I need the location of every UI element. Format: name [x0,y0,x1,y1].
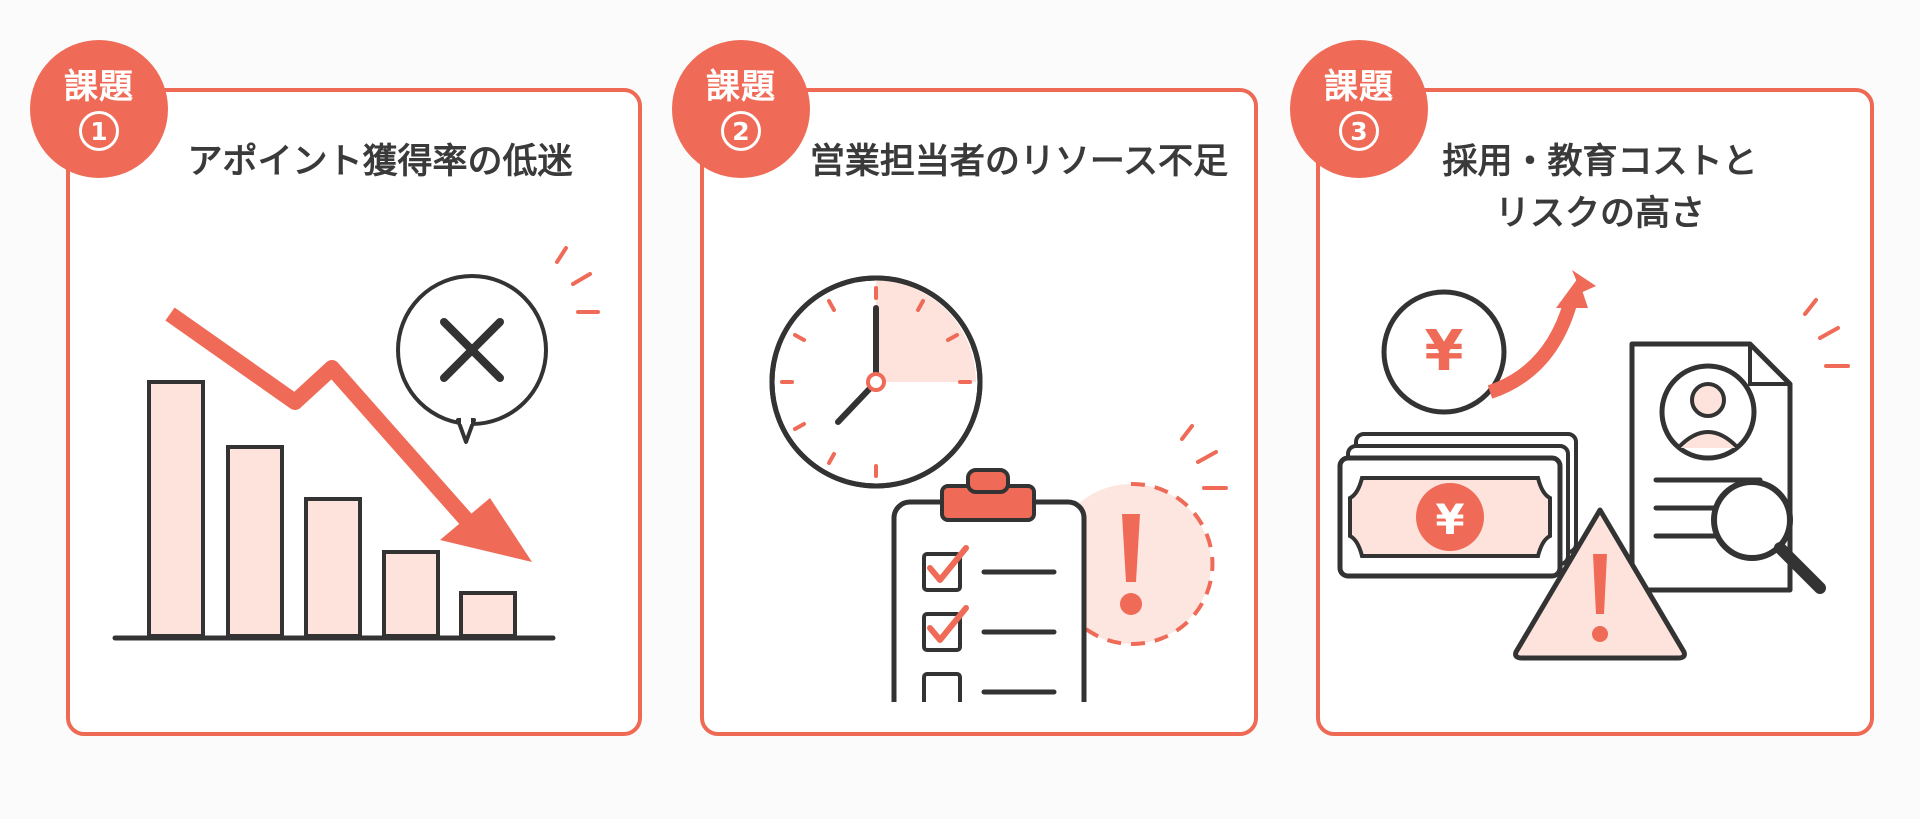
downtrend-arrow-icon [165,307,476,530]
challenge-badge-1: 課題 1 [30,40,168,178]
card-3-title-line1: 採用・教育コストと [1442,142,1758,182]
magnifying-glass-icon [1711,479,1826,594]
exclamation-alert-icon [1051,481,1215,646]
chart-bar-1 [147,380,205,638]
cost-up-arrow-icon [1487,301,1577,399]
challenge-badge-3: 課題 3 [1290,40,1428,178]
declining-chart-illustration [112,246,600,641]
chart-bar-2 [226,445,284,638]
challenge-card-2: 営業担当者のリソース不足 [700,88,1258,736]
x-mark-bubble-icon [396,274,548,444]
alert-sparks-icon [555,246,600,314]
cash-stack-icon: ¥ [1337,432,1578,579]
clock-icon [769,275,983,489]
clipboard-checklist-icon [891,468,1087,702]
badge-2-label: 課題 [706,67,776,107]
badge-3-number: 3 [1339,111,1379,151]
alert-sparks-icon [1803,298,1850,368]
badge-3-label: 課題 [1324,67,1394,107]
hiring-cost-illustration: ¥ ¥ [1337,270,1850,661]
card-3-title-line2: リスクの高さ [1494,194,1705,234]
badge-1-number: 1 [79,111,119,151]
chart-bar-4 [382,550,440,638]
yen-bill-symbol: ¥ [1435,495,1464,544]
chart-bar-3 [304,497,362,638]
challenge-card-3: 採用・教育コストと リスクの高さ ¥ ¥ [1316,88,1874,736]
resource-shortage-illustration [769,275,1228,702]
card-2-title: 営業担当者のリソース不足 [809,142,1229,182]
card-1-title: アポイント獲得率の低迷 [187,142,573,182]
badge-1-label: 課題 [64,67,134,107]
yen-coin-icon: ¥ [1381,289,1507,415]
challenge-badge-2: 課題 2 [672,40,810,178]
alert-sparks-icon [1180,424,1228,490]
challenge-card-1: アポイント獲得率の低迷 [66,88,642,736]
warning-triangle-icon [1513,507,1687,661]
badge-2-number: 2 [721,111,761,151]
chart-bar-5 [459,591,517,638]
yen-coin-symbol: ¥ [1425,319,1464,384]
